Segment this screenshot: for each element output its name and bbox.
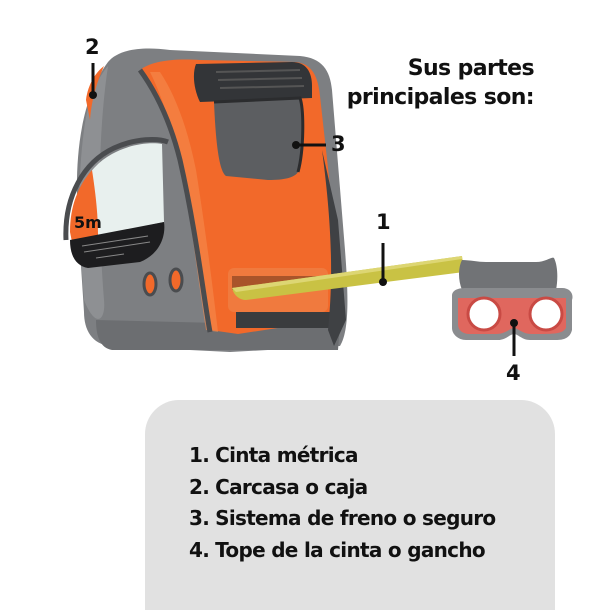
brake-button bbox=[193, 62, 312, 180]
heading: Sus partes principales son: bbox=[346, 54, 535, 112]
list-item-number: 4. bbox=[189, 537, 210, 562]
tape-measure-illustration: 5m bbox=[63, 48, 573, 356]
case-size-label: 5m bbox=[74, 213, 102, 232]
list-item: 4.Tope de la cinta o gancho bbox=[189, 535, 495, 567]
list-item-number: 2. bbox=[189, 474, 210, 499]
list-item-label: Carcasa o caja bbox=[215, 474, 368, 499]
callout-number-2: 2 bbox=[85, 35, 100, 59]
tape-hook bbox=[452, 257, 573, 340]
callout-number-1: 1 bbox=[376, 210, 391, 234]
list-item: 2.Carcasa o caja bbox=[189, 472, 495, 504]
list-item-number: 3. bbox=[189, 506, 210, 530]
list-item-label: Cinta métrica bbox=[215, 443, 358, 467]
callout-number-3: 3 bbox=[331, 132, 346, 156]
list-item: 1.Cinta métrica bbox=[189, 440, 495, 472]
list-item: 3.Sistema de freno o seguro bbox=[189, 503, 496, 535]
parts-list-box: 1.Cinta métrica 2.Carcasa o caja 3.Siste… bbox=[145, 400, 555, 610]
list-item-label: Sistema de freno o seguro bbox=[215, 506, 496, 530]
parts-list: 1.Cinta métrica 2.Carcasa o caja 3.Siste… bbox=[189, 440, 496, 567]
callout-lines bbox=[89, 63, 518, 356]
list-item-number: 1. bbox=[189, 443, 210, 467]
callout-number-4: 4 bbox=[506, 361, 521, 385]
heading-line-2: principales son: bbox=[346, 85, 535, 110]
tape-blade bbox=[232, 256, 464, 300]
list-item-label: Tope de la cinta o gancho bbox=[215, 537, 485, 562]
heading-line-1: Sus partes bbox=[407, 56, 535, 81]
